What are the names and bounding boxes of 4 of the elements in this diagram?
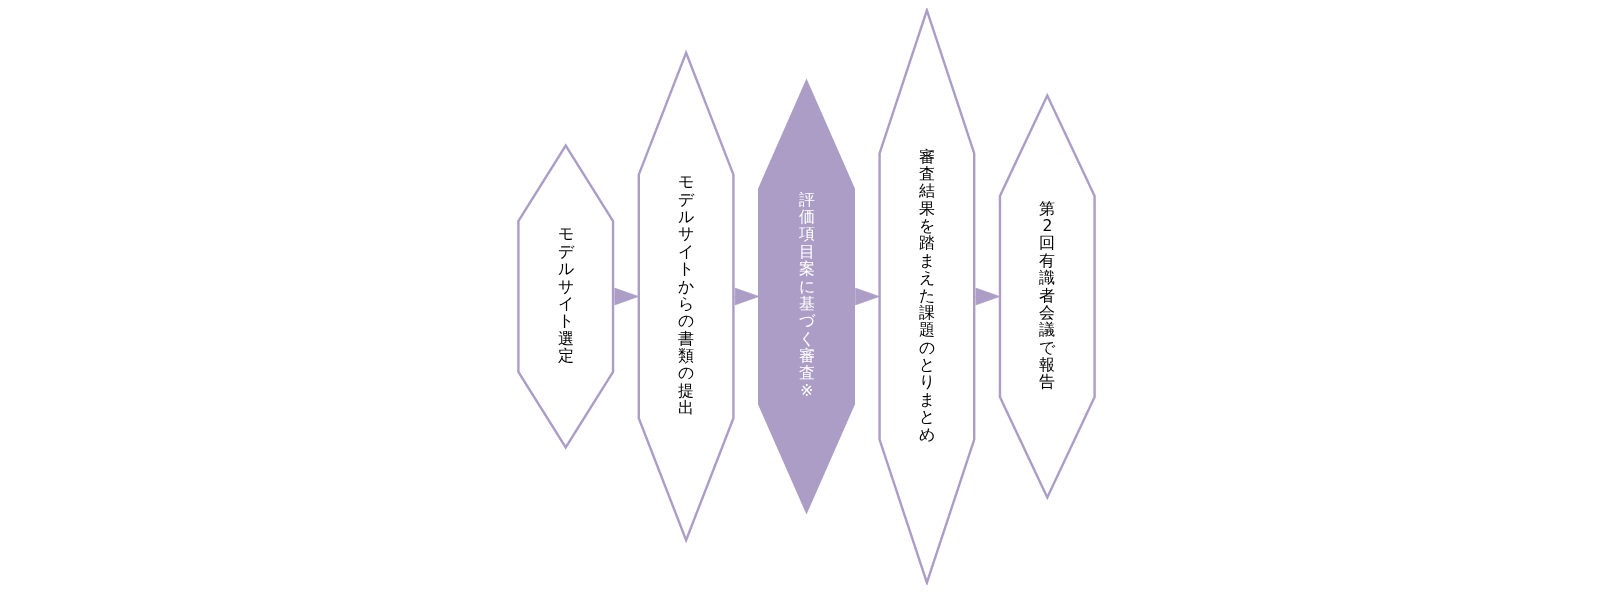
arrow (613, 287, 639, 306)
arrow (734, 287, 759, 306)
arrow (975, 287, 1000, 306)
arrow (854, 287, 880, 306)
